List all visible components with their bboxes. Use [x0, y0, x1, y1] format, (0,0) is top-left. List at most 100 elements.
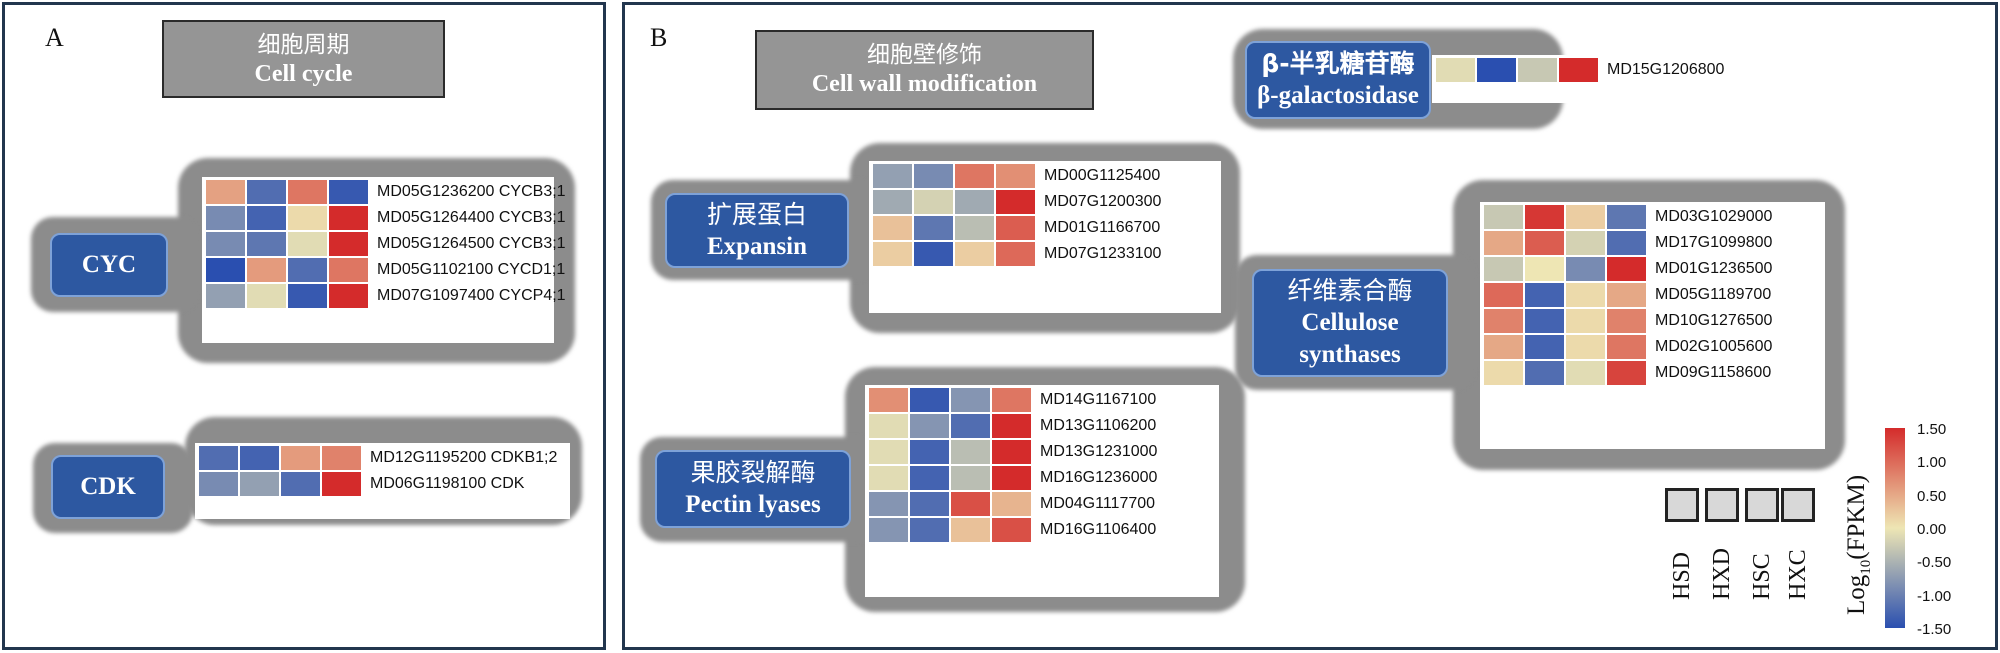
panel-a-title: 细胞周期 Cell cycle: [162, 20, 445, 98]
expansin-label: 扩展蛋白 Expansin: [665, 193, 849, 268]
colorbar-title-rest: (FPKM): [1843, 474, 1870, 560]
heatmap-cell: [955, 216, 994, 240]
colorbar-tick: -1.50: [1917, 621, 1952, 638]
heatmap-cell: [951, 518, 990, 542]
heatmap-cell: [955, 164, 994, 188]
heatmap-cell: [992, 492, 1031, 516]
legend-label-hsc: HSC: [1749, 553, 1775, 600]
heatmap-cell: [910, 388, 949, 412]
gene-label: MD13G1231000: [1040, 443, 1158, 460]
pectin-label-en: Pectin lyases: [685, 491, 821, 518]
heatmap-cell: [873, 164, 912, 188]
heatmap-cell: [1525, 309, 1564, 333]
heatmap-cell: [996, 164, 1035, 188]
legend-square-hxc: [1781, 488, 1815, 522]
heatmap-cell: [1484, 335, 1523, 359]
heatmap-cell: [1607, 309, 1646, 333]
gene-label: MD16G1236000: [1040, 469, 1158, 486]
heatmap-cell: [914, 216, 953, 240]
heatmap-cell: [322, 472, 361, 496]
panel-a-title-zh: 细胞周期: [257, 32, 350, 58]
gene-label: MD15G1206800: [1607, 61, 1725, 78]
heatmap-cell: [1477, 58, 1516, 82]
heatmap-cell: [206, 206, 245, 230]
gene-label: MD14G1167100: [1040, 391, 1157, 408]
heatmap-cell: [1525, 231, 1564, 255]
heatmap-cell: [1566, 257, 1605, 281]
heatmap-cell: [1484, 361, 1523, 385]
panel-a-title-en: Cell cycle: [254, 61, 353, 87]
gene-label: MD10G1276500: [1655, 312, 1773, 329]
gene-label: MD02G1005600: [1655, 338, 1773, 355]
cellulose-label: 纤维素合酶 Cellulose synthases: [1252, 269, 1448, 377]
heatmap-cell: [1484, 231, 1523, 255]
legend-square-hsd: [1665, 488, 1699, 522]
heatmap-cell: [206, 284, 245, 308]
gene-label: MD05G1236200 CYCB3;1: [377, 183, 566, 200]
legend-label-hxc: HXC: [1785, 549, 1811, 600]
heatmap-cell: [1607, 361, 1646, 385]
heatmap-cell: [1607, 283, 1646, 307]
heatmap-cell: [240, 472, 279, 496]
heatmap-cell: [1525, 283, 1564, 307]
gene-label: MD07G1097400 CYCP4;1: [377, 287, 566, 304]
expansin-label-en: Expansin: [706, 232, 808, 260]
colorbar-title: Log10(FPKM): [1843, 475, 1875, 615]
heatmap-cell: [869, 414, 908, 438]
panel-b-letter: B: [650, 23, 668, 52]
heatmap-cell: [199, 472, 238, 496]
heatmap-cell: [322, 446, 361, 470]
heatmap-cell: [206, 180, 245, 204]
heatmap-cell: [247, 180, 286, 204]
gene-label: MD05G1102100 CYCD1;1: [377, 261, 566, 278]
heatmap-cell: [288, 232, 327, 256]
heatmap-cell: [1525, 205, 1564, 229]
gene-label: MD09G1158600: [1655, 364, 1772, 381]
heatmap-cell: [1566, 335, 1605, 359]
heatmap-cell: [1566, 283, 1605, 307]
colorbar-tick: -0.50: [1917, 554, 1952, 572]
heatmap-cell: [329, 258, 368, 282]
heatmap-cell: [1525, 335, 1564, 359]
cyc-label-en: CYC: [81, 251, 137, 278]
pectin-label: 果胶裂解酶 Pectin lyases: [655, 450, 851, 528]
heatmap-cell: [992, 440, 1031, 464]
panel-b-title: 细胞壁修饰 Cell wall modification: [755, 30, 1094, 110]
heatmap-cell: [951, 440, 990, 464]
heatmap-cell: [910, 466, 949, 490]
cellulose-label-en: Cellulose synthases: [1299, 309, 1401, 368]
heatmap-cell: [1607, 335, 1646, 359]
galacto-label-en: β-galactosidase: [1257, 82, 1419, 109]
heatmap-cell: [288, 258, 327, 282]
gene-label: MD05G1264500 CYCB3;1: [377, 235, 566, 252]
gene-label: MD12G1195200 CDKB1;2: [370, 449, 558, 466]
heatmap-cell: [910, 518, 949, 542]
legend-square-hsc: [1745, 488, 1779, 522]
legend-label-hxd: HXD: [1709, 548, 1735, 600]
heatmap-cell: [914, 242, 953, 266]
gene-label: MD01G1236500: [1655, 260, 1773, 277]
heatmap-cell: [996, 216, 1035, 240]
heatmap-cell: [288, 180, 327, 204]
heatmap-cell: [951, 388, 990, 412]
colorbar-tick: -1.00: [1917, 587, 1952, 605]
heatmap-cell: [910, 414, 949, 438]
heatmap-cell: [281, 472, 320, 496]
heatmap-cell: [1484, 205, 1523, 229]
gene-label: MD17G1099800: [1655, 234, 1773, 251]
heatmap-cell: [247, 232, 286, 256]
heatmap-cell: [1484, 283, 1523, 307]
heatmap-cell: [873, 216, 912, 240]
legend-square-hxd: [1705, 488, 1739, 522]
gene-label: MD07G1200300: [1044, 193, 1162, 210]
heatmap-cell: [1566, 205, 1605, 229]
heatmap-cell: [199, 446, 238, 470]
heatmap-cell: [1566, 361, 1605, 385]
colorbar-title-base: Log: [1843, 574, 1870, 615]
gene-label: MD01G1166700: [1044, 219, 1161, 236]
panel-a-letter: A: [45, 23, 64, 52]
colorbar-title-sub: 10: [1858, 559, 1874, 575]
